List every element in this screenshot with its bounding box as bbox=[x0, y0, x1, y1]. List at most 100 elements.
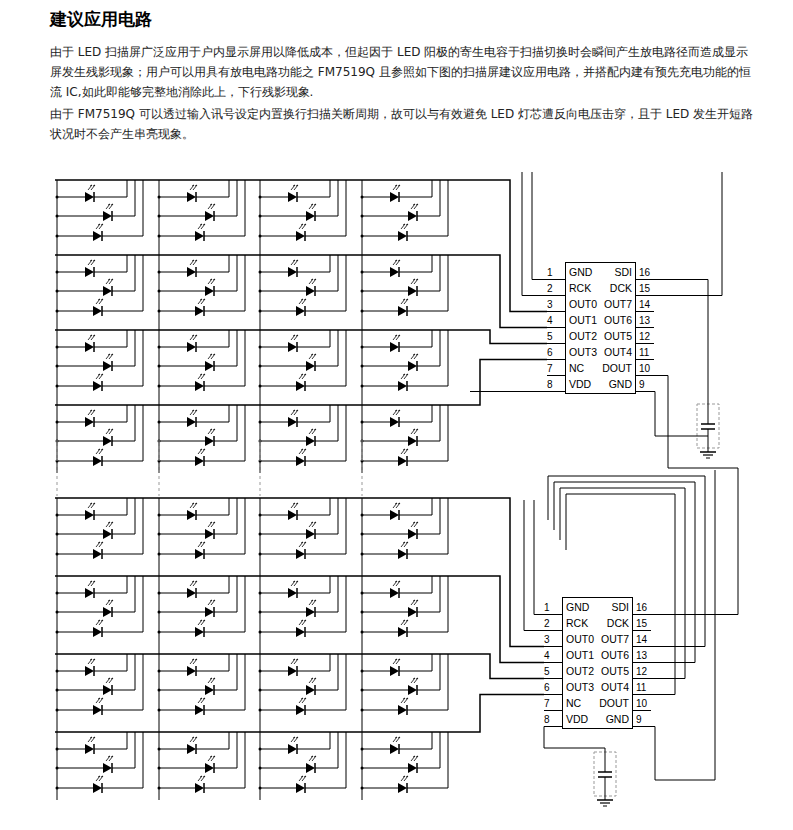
led-light-arrow bbox=[111, 354, 113, 355]
pin-name: OUT2 bbox=[569, 329, 597, 343]
led-symbol bbox=[296, 231, 305, 241]
led-light-arrow bbox=[293, 260, 295, 261]
led-symbol bbox=[205, 211, 214, 221]
led-light-arrow bbox=[301, 776, 303, 777]
pin-name: OUT1 bbox=[566, 648, 594, 662]
led-wire bbox=[260, 441, 306, 442]
led-wire bbox=[57, 612, 103, 613]
led-light-arrow bbox=[90, 503, 92, 504]
column-line bbox=[362, 180, 363, 473]
led-wire bbox=[204, 180, 245, 236]
led-wire bbox=[112, 498, 135, 534]
led-symbol bbox=[93, 456, 102, 466]
led-wire bbox=[315, 498, 338, 534]
led-light-arrow bbox=[398, 659, 400, 660]
pin-name: GND bbox=[606, 712, 629, 726]
led-wire bbox=[362, 690, 408, 691]
led-symbol bbox=[187, 417, 196, 427]
led-light-arrow bbox=[314, 279, 316, 280]
led-wire bbox=[159, 710, 195, 711]
led-light-arrow bbox=[413, 678, 415, 679]
led-wire bbox=[297, 732, 330, 749]
led-light-arrow bbox=[413, 279, 415, 280]
led-light-arrow bbox=[311, 678, 313, 679]
led-wire bbox=[260, 788, 296, 789]
led-light-arrow bbox=[314, 600, 316, 601]
led-wire bbox=[260, 612, 306, 613]
led-symbol bbox=[306, 529, 315, 539]
led-light-arrow bbox=[192, 737, 194, 738]
led-light-arrow bbox=[210, 522, 212, 523]
led-wire bbox=[57, 441, 103, 442]
led-light-arrow bbox=[93, 335, 95, 336]
led-light-arrow bbox=[403, 698, 405, 699]
pin-number: 5 bbox=[544, 666, 560, 678]
led-light-arrow bbox=[213, 204, 215, 205]
row-line bbox=[55, 498, 544, 647]
led-wire bbox=[362, 236, 398, 237]
pin-number: 16 bbox=[636, 602, 647, 614]
led-light-arrow bbox=[98, 224, 100, 225]
led-symbol bbox=[296, 549, 305, 559]
led-wire bbox=[196, 330, 229, 347]
led-light-arrow bbox=[404, 374, 408, 379]
led-light-arrow bbox=[398, 737, 400, 738]
led-light-arrow bbox=[293, 335, 295, 336]
led-wire bbox=[57, 366, 103, 367]
led-light-arrow bbox=[213, 756, 215, 757]
pin-number: 8 bbox=[547, 379, 563, 391]
column-line bbox=[260, 498, 261, 800]
led-symbol bbox=[398, 381, 407, 391]
led-wire bbox=[417, 330, 440, 366]
pin-name: GND bbox=[609, 377, 632, 391]
pin-name: DOUT bbox=[602, 361, 632, 375]
pin-stub bbox=[544, 630, 562, 631]
led-light-arrow bbox=[296, 260, 298, 261]
led-light-arrow bbox=[296, 410, 298, 411]
led-wire bbox=[260, 534, 306, 535]
led-wire bbox=[362, 216, 408, 217]
led-wire bbox=[362, 534, 408, 535]
led-light-arrow bbox=[294, 410, 298, 415]
row-line bbox=[55, 360, 547, 406]
led-symbol bbox=[187, 666, 196, 676]
led-light-arrow bbox=[302, 620, 306, 625]
led-symbol bbox=[103, 607, 112, 617]
led-light-arrow bbox=[101, 224, 103, 225]
led-wire bbox=[204, 732, 245, 788]
led-symbol bbox=[296, 456, 305, 466]
pin-stub bbox=[636, 327, 654, 328]
led-wire bbox=[417, 255, 440, 291]
led-symbol bbox=[408, 436, 417, 446]
led-wire bbox=[362, 554, 398, 555]
led-wire bbox=[260, 236, 296, 237]
pin-number: 13 bbox=[639, 315, 650, 327]
led-light-arrow bbox=[314, 756, 316, 757]
led-light-arrow bbox=[414, 429, 418, 434]
led-wire bbox=[362, 347, 390, 348]
led-wire bbox=[102, 180, 143, 236]
led-light-arrow bbox=[90, 581, 92, 582]
led-wire bbox=[214, 576, 237, 612]
led-wire bbox=[94, 732, 127, 749]
led-light-arrow bbox=[210, 204, 212, 205]
led-wire bbox=[315, 255, 338, 291]
capacitor-plate bbox=[701, 423, 715, 425]
led-wire bbox=[57, 554, 93, 555]
pin-stub bbox=[547, 327, 565, 328]
led-light-arrow bbox=[404, 299, 408, 304]
led-wire bbox=[57, 515, 85, 516]
led-wire bbox=[315, 654, 338, 690]
row-line bbox=[55, 654, 544, 679]
pin-number: 6 bbox=[547, 347, 563, 359]
led-light-arrow bbox=[201, 620, 205, 625]
led-light-arrow bbox=[109, 204, 113, 209]
led-light-arrow bbox=[109, 600, 113, 605]
led-light-arrow bbox=[301, 698, 303, 699]
led-wire bbox=[94, 654, 127, 671]
led-light-arrow bbox=[403, 620, 405, 621]
led-symbol bbox=[195, 456, 204, 466]
led-light-arrow bbox=[395, 659, 397, 660]
led-wire bbox=[362, 515, 390, 516]
led-light-arrow bbox=[108, 522, 110, 523]
